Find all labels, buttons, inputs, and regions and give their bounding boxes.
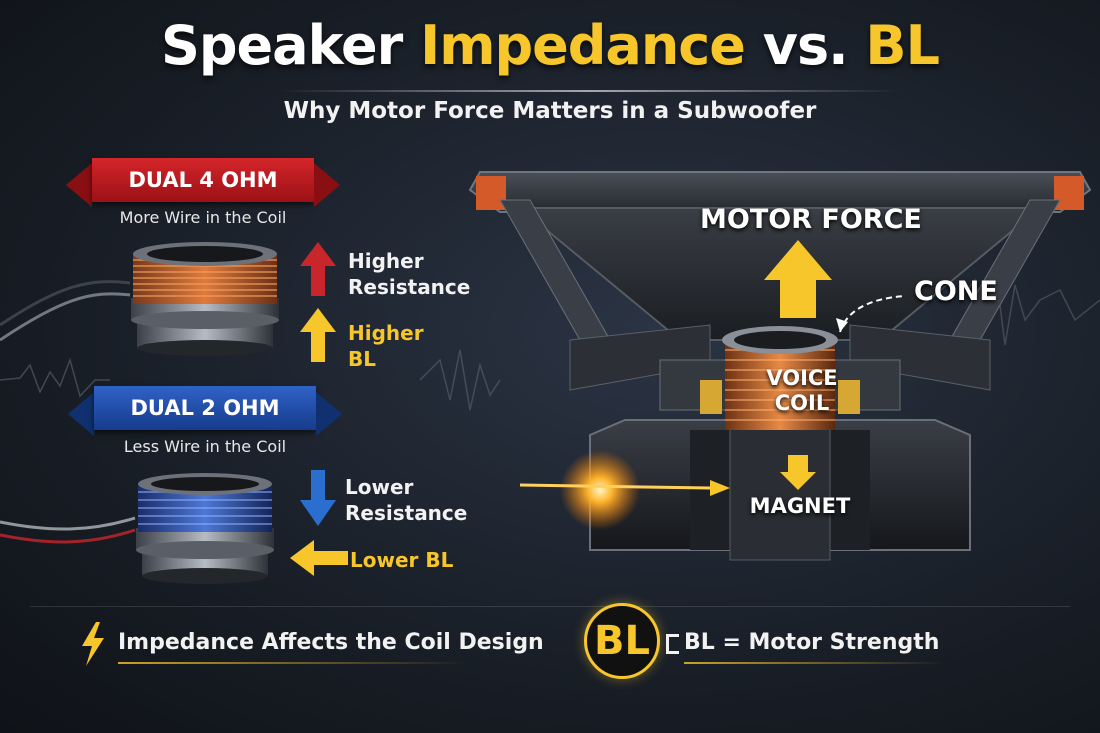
magnet-label: MAGNET [749, 494, 851, 518]
title-word-impedance: Impedance [420, 14, 746, 77]
cone-label: CONE [914, 276, 998, 307]
bracket-icon [666, 634, 679, 654]
ribbon-tail-left [68, 392, 94, 436]
yellow-up-arrow-icon [300, 308, 336, 362]
red-up-arrow-icon [300, 242, 336, 296]
footer-right-underline [684, 662, 944, 664]
lower-bl-label: Lower BL [350, 548, 454, 572]
footer-bl-text: BL = Motor Strength [684, 630, 940, 655]
footer-divider [30, 606, 1070, 607]
title-divider [280, 90, 900, 92]
lower-resistance-label: Lower Resistance [345, 475, 468, 525]
footer-left-underline [118, 662, 468, 664]
blue-coil-illustration [136, 473, 274, 584]
dual-4-ohm-caption: More Wire in the Coil [119, 208, 287, 227]
footer-impedance-text: Impedance Affects the Coil Design [118, 630, 544, 655]
motor-force-label: MOTOR FORCE [700, 204, 922, 235]
ribbon-tail-right [314, 163, 340, 207]
dual-4-ohm-banner: DUAL 4 OHM [92, 158, 314, 202]
copper-coil-illustration [131, 242, 279, 356]
title-word-speaker: Speaker [160, 14, 403, 77]
voice-coil-label: VOICE COIL [766, 366, 838, 415]
spark-icon [560, 450, 640, 530]
ribbon-tail-right [316, 392, 342, 436]
title-word-bl: BL [865, 14, 940, 77]
dual-2-ohm-banner: DUAL 2 OHM [94, 386, 316, 430]
lightning-bolt-icon [82, 622, 104, 666]
ribbon-tail-left [66, 163, 92, 207]
bl-badge: BL [584, 603, 660, 679]
speaker-cross-section [468, 171, 1092, 561]
yellow-left-arrow-icon [290, 540, 348, 576]
blue-down-arrow-icon [300, 470, 336, 526]
dual-2-ohm-caption: Less Wire in the Coil [123, 437, 287, 456]
title-word-vs: vs. [762, 14, 849, 77]
page-title: Speaker Impedance vs. BL [0, 14, 1100, 77]
higher-resistance-label: Higher Resistance [348, 249, 471, 299]
higher-bl-label: Higher BL [348, 321, 424, 371]
page-subtitle: Why Motor Force Matters in a Subwoofer [283, 98, 817, 124]
